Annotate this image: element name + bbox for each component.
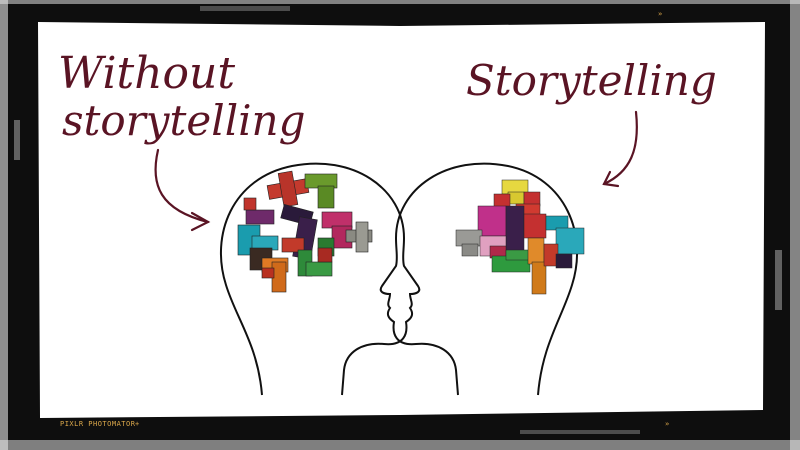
left-head-outline [219,162,421,396]
label-storytelling-left: storytelling [62,96,306,145]
plus-icon: + [135,420,140,428]
label-storytelling-right: Storytelling [466,56,717,105]
film-arrows-top: » [658,10,663,18]
right-arrow-icon [602,110,638,188]
right-head-outline [379,162,579,396]
label-without: Without [58,48,235,99]
messy-puzzle-blocks [237,170,373,293]
left-arrow-icon [154,148,211,232]
film-brand-text: PIXLR PHOTOMATOR [60,420,136,428]
film-arrows-bottom: » [665,420,670,428]
organized-puzzle-blocks [455,179,585,295]
